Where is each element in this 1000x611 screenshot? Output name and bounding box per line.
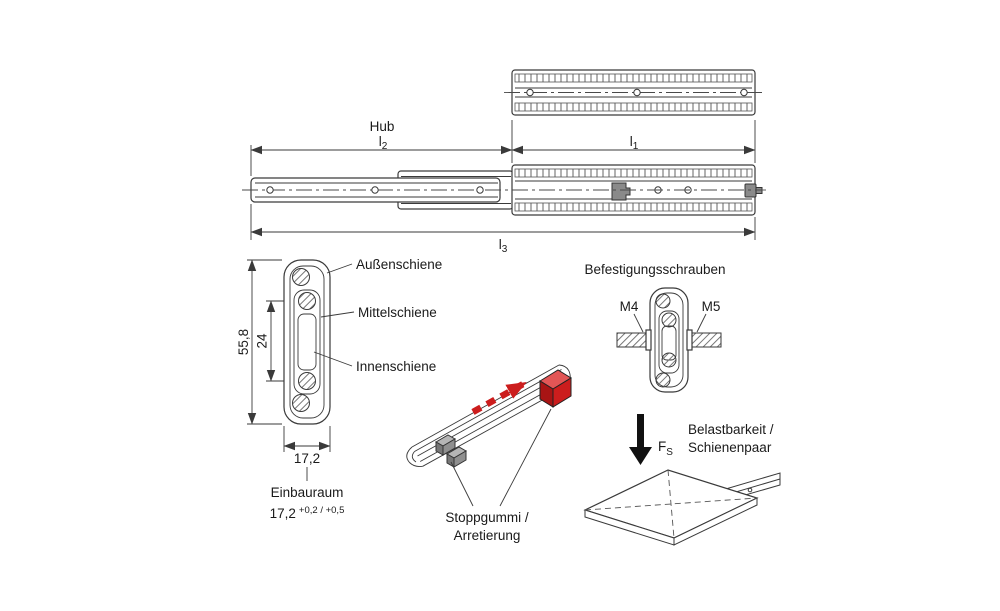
width-dim-label: 17,2	[294, 451, 320, 466]
screw-m5	[687, 332, 722, 348]
outer-rail-profile	[283, 259, 331, 425]
extended-rail-top-view	[242, 164, 766, 216]
bearing-ball	[661, 352, 677, 368]
inner-rail-label: Innenschiene	[356, 359, 436, 374]
loaded-slide-3d	[583, 469, 781, 546]
release-latch	[611, 182, 631, 201]
bearing-ball	[298, 372, 316, 390]
l3-label: l3	[499, 237, 508, 255]
stop-label-line1: Stoppgummi /	[445, 510, 529, 525]
screw-m4-label: M4	[620, 299, 639, 314]
stop-detail-view: Stoppgummi / Arretierung	[406, 364, 572, 543]
bearing-ball	[292, 394, 310, 412]
force-arrow	[629, 414, 652, 465]
middle-rail-profile	[293, 289, 321, 395]
inner-dim-label: 24	[255, 333, 270, 349]
dimension-height-55-8: 55,8	[236, 259, 282, 425]
dimension-width-17-2: 17,2	[283, 426, 331, 466]
middle-rail-label: Mittelschiene	[358, 305, 437, 320]
l1-label: l1	[630, 134, 639, 152]
red-stop-block	[539, 369, 572, 408]
rubber-stop-blocks	[435, 434, 467, 468]
load-label-line1: Belastbarkeit /	[688, 422, 774, 437]
install-space-title: Einbauraum	[271, 485, 344, 500]
install-space-note: Einbauraum 17,2+0,2 / +0,5	[270, 467, 345, 521]
dimension-l1: l1	[511, 120, 756, 163]
bearing-ball	[655, 372, 671, 388]
l2-label: l2	[379, 134, 388, 152]
closed-rail-top-view	[504, 69, 762, 116]
mounting-screws-view: Befestigungsschrauben M4 M5	[584, 262, 726, 393]
dimension-inner-24: 24	[255, 300, 284, 382]
force-label: FS	[658, 439, 673, 458]
stop-label-line2: Arretierung	[454, 528, 521, 543]
screw-m5-label: M5	[702, 299, 721, 314]
hub-label: Hub	[370, 119, 395, 134]
dimension-hub-l2: Hub l2	[250, 119, 513, 176]
end-stop-block	[744, 183, 757, 198]
bearing-ball	[292, 268, 310, 286]
screw-m4	[616, 332, 651, 348]
bearing-ball	[655, 293, 671, 309]
height-dim-label: 55,8	[236, 329, 251, 355]
load-capacity-view: FS Belastbarkeit / Schienenpaar	[583, 414, 781, 546]
dimension-l3: l3	[250, 204, 756, 255]
cross-section-view: Außenschiene Mittelschiene Innenschiene	[283, 257, 442, 425]
mounting-screws-title: Befestigungsschrauben	[584, 262, 725, 277]
bearing-ball	[298, 292, 316, 310]
red-direction-arrow	[471, 380, 527, 415]
install-space-value: 17,2+0,2 / +0,5	[270, 505, 345, 521]
load-label-line2: Schienenpaar	[688, 440, 772, 455]
inner-rail-profile	[297, 313, 317, 371]
outer-rail-label: Außenschiene	[356, 257, 442, 272]
bearing-ball	[661, 312, 677, 328]
